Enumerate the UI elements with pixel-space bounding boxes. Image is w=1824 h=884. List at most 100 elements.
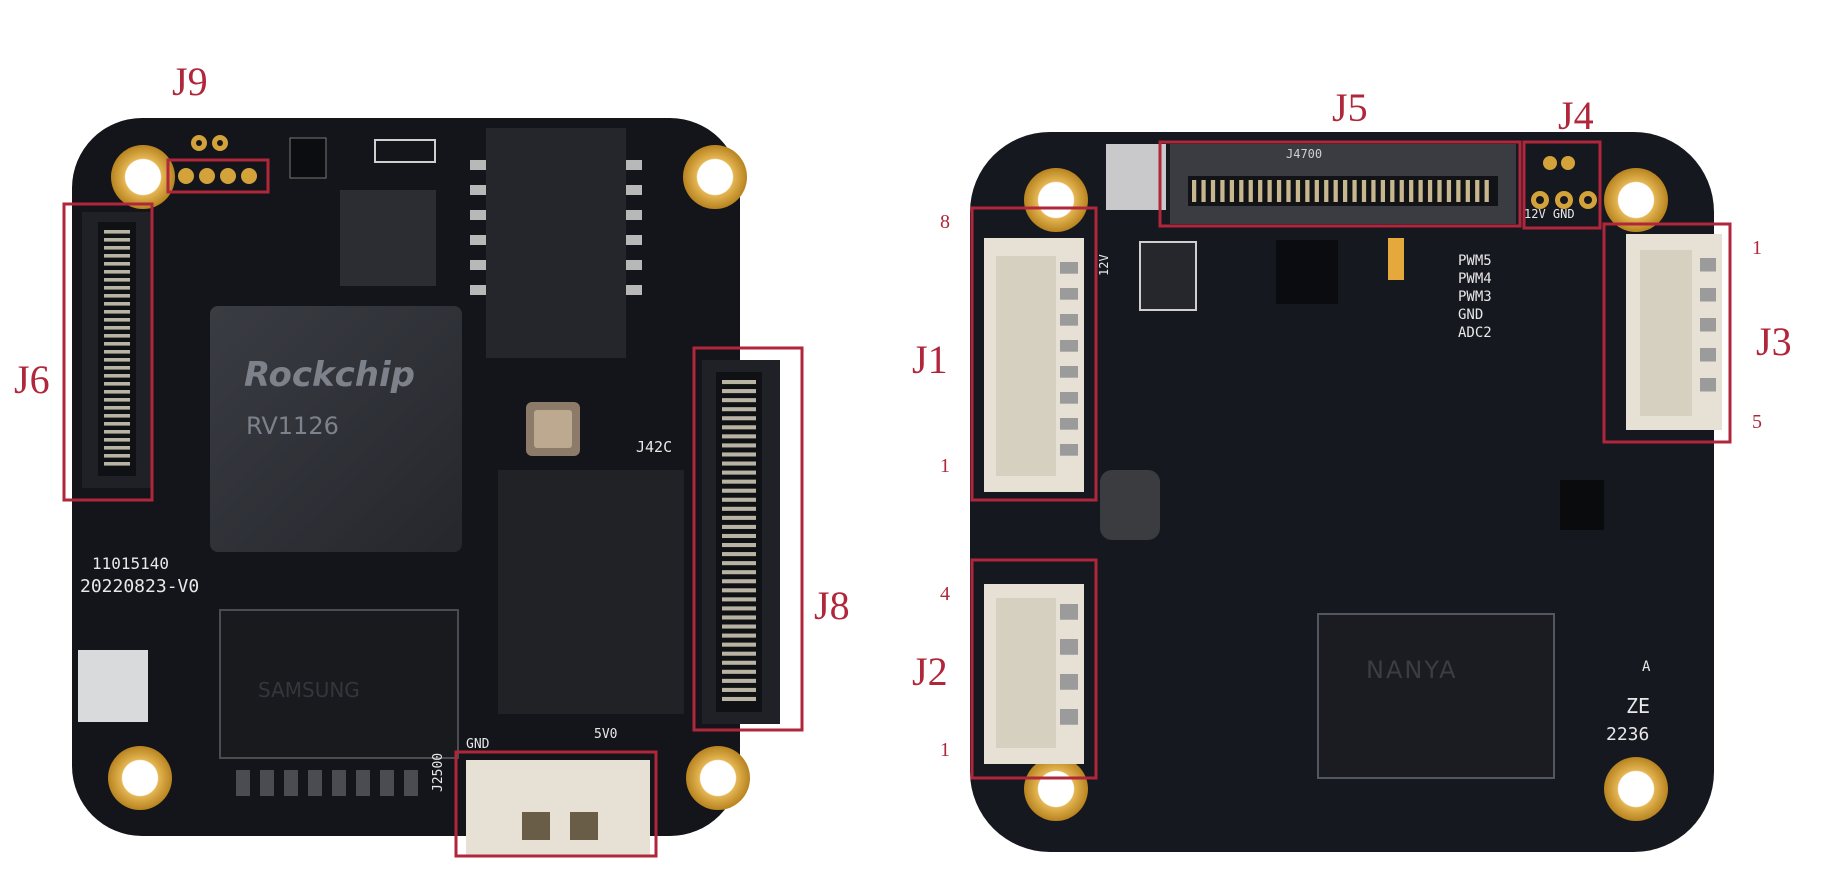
j5-ref-silk: J4700 [1286,147,1323,161]
connector-pin [722,552,756,557]
j4-label: J4 [1558,93,1594,138]
connector-pin [1700,258,1716,272]
connector-pin [722,497,756,502]
j6-label: J6 [14,357,50,402]
j2-ref-silk: J2500 [431,752,446,792]
j4-pins-silk: 12V GND [1524,207,1575,221]
connector-pin [1060,314,1078,326]
connector-pin [1229,180,1234,202]
connector-pin [1484,180,1489,202]
connector-pin [722,461,756,466]
connector-pin [104,414,130,418]
connector-pin [722,597,756,602]
connector-pin [722,416,756,421]
connector-pin [1418,180,1423,202]
j1-label: J1 [912,337,948,382]
connector-pin [1060,366,1078,378]
connector-pin [1276,180,1282,202]
connector-pin [722,524,756,529]
connector-pin [722,398,756,403]
connector-pin [722,615,756,620]
board-date: 20220823-V0 [80,576,200,597]
connector-pin [1361,180,1367,202]
connector-pin [722,642,756,647]
connector-pin [104,326,130,330]
connector-pin [722,506,756,511]
soc-model: RV1126 [246,412,339,440]
j1-pin-top: 8 [940,211,950,233]
v12-silk: 12V [1097,254,1111,276]
soc-brand: Rockchip [244,355,415,395]
connector-pin [1248,180,1253,202]
flash-brand: SAMSUNG [258,678,360,702]
connector-pin [1060,392,1078,404]
connector-pin [722,660,756,665]
connector-pin [1060,709,1078,725]
connector-pin [1409,180,1414,202]
mount-hole [108,746,172,810]
j2-label: J2 [912,649,948,694]
mount-hole [683,145,747,209]
j3-pin-top: 1 [1752,237,1762,259]
connector-pin [722,588,756,593]
connector-pin [722,669,756,674]
gnd-silk: GND [466,737,490,752]
j42-label: J42C [636,438,673,456]
connector-pin [104,406,130,410]
connector-pin [1060,262,1078,274]
connector-pin [722,687,756,692]
connector-pin [1305,180,1310,202]
connector-pin [104,238,130,242]
connector-pin [722,389,756,394]
connector-pin [722,606,756,611]
connector-pin [104,374,130,378]
left-board [62,118,804,858]
mark-a: A [1642,659,1651,675]
board-code: 11015140 [92,554,170,573]
connector-pin [104,366,130,370]
connector-pin [1371,180,1376,202]
connector-pin [104,390,130,394]
right-board [970,132,1732,852]
connector-pin [722,543,756,548]
connector-pin [1343,180,1348,202]
j5-label: J5 [1332,85,1368,130]
connector-pin [1314,180,1319,202]
j9-label: J9 [172,59,208,104]
connector-pin [1352,180,1357,202]
connector-pin [1295,180,1301,202]
connector-pin [722,579,756,584]
connector-pin [1267,180,1272,202]
connector-pin [104,302,130,306]
connector-pin [722,434,756,439]
mark-code: 2236 [1606,724,1650,745]
connector-pin [1060,340,1078,352]
connector-pin [104,334,130,338]
connector-pin [104,262,130,266]
mount-hole [1024,757,1088,821]
connector-pin [722,425,756,430]
j3-label: J3 [1756,319,1792,364]
connector-pin [1258,180,1263,202]
connector-pin [722,407,756,412]
connector-pin [1465,180,1470,202]
connector-pin [1210,180,1216,202]
connector-pin [722,624,756,629]
connector-pin [104,310,130,314]
connector-pin [722,380,756,385]
v5-silk: 5V0 [594,727,618,742]
pwm5-silk: PWM5 [1458,253,1492,269]
connector-pin [722,479,756,484]
connector-pin [1380,180,1385,202]
connector-pin [1060,288,1078,300]
j9-pins [178,135,257,184]
connector-pin [1060,674,1078,690]
connector-pin [104,430,130,434]
connector-pin [104,230,130,234]
connector-pin [104,270,130,274]
connector-pin [1060,639,1078,655]
j2-pin-bottom: 1 [940,739,950,761]
connector-pin [104,398,130,402]
